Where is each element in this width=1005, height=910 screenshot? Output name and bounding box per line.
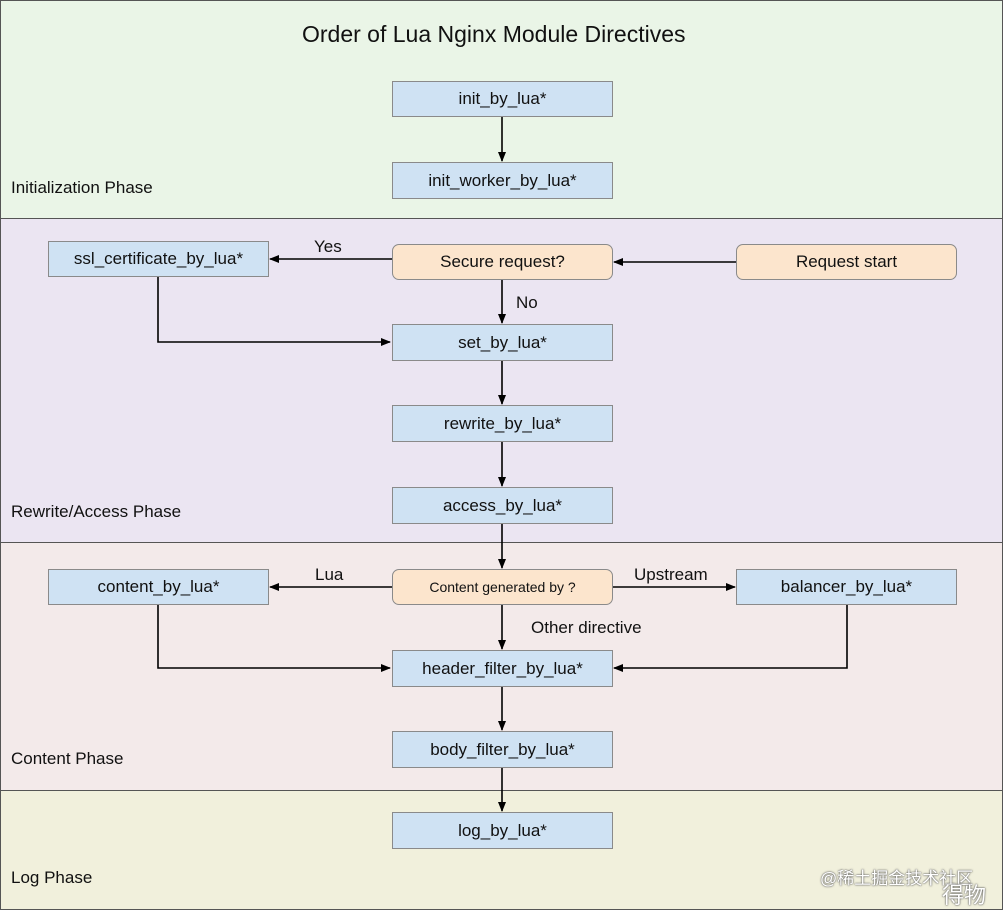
node-rewrite-by-lua: rewrite_by_lua*	[392, 405, 613, 442]
node-content-generated-by-decision: Content generated by ?	[392, 569, 613, 605]
diagram-title: Order of Lua Nginx Module Directives	[302, 21, 686, 47]
log-phase-label: Log Phase	[11, 868, 93, 887]
edge-label-lua: Lua	[315, 565, 344, 584]
node-set-by-lua: set_by_lua*	[392, 324, 613, 361]
rewrite-access-phase-label: Rewrite/Access Phase	[11, 502, 182, 521]
arrow-balancer-to-header-filter	[613, 605, 848, 672]
node-access-by-lua: access_by_lua*	[392, 487, 613, 524]
node-secure-request-decision: Secure request?	[392, 244, 613, 280]
arrow-content-to-header-filter	[157, 605, 391, 672]
edge-label-other-directive: Other directive	[531, 618, 642, 637]
node-balancer-by-lua: balancer_by_lua*	[736, 569, 957, 605]
content-phase-label: Content Phase	[11, 749, 124, 768]
node-content-by-lua: content_by_lua*	[48, 569, 269, 605]
node-init-worker-by-lua: init_worker_by_lua*	[392, 162, 613, 199]
arrow-ssl-to-set	[157, 277, 391, 346]
watermark-community: @稀土掘金技术社区	[820, 869, 974, 888]
node-log-by-lua: log_by_lua*	[392, 812, 613, 849]
node-ssl-certificate-by-lua: ssl_certificate_by_lua*	[48, 241, 269, 277]
edge-label-upstream: Upstream	[634, 565, 708, 584]
node-header-filter-by-lua: header_filter_by_lua*	[392, 650, 613, 687]
edge-label-yes: Yes	[314, 237, 342, 256]
node-init-by-lua: init_by_lua*	[392, 81, 613, 117]
watermark-brand: 得物	[942, 883, 987, 908]
initialization-phase-label: Initialization Phase	[11, 178, 153, 197]
node-body-filter-by-lua: body_filter_by_lua*	[392, 731, 613, 768]
node-request-start: Request start	[736, 244, 957, 280]
edge-label-no: No	[516, 293, 538, 312]
